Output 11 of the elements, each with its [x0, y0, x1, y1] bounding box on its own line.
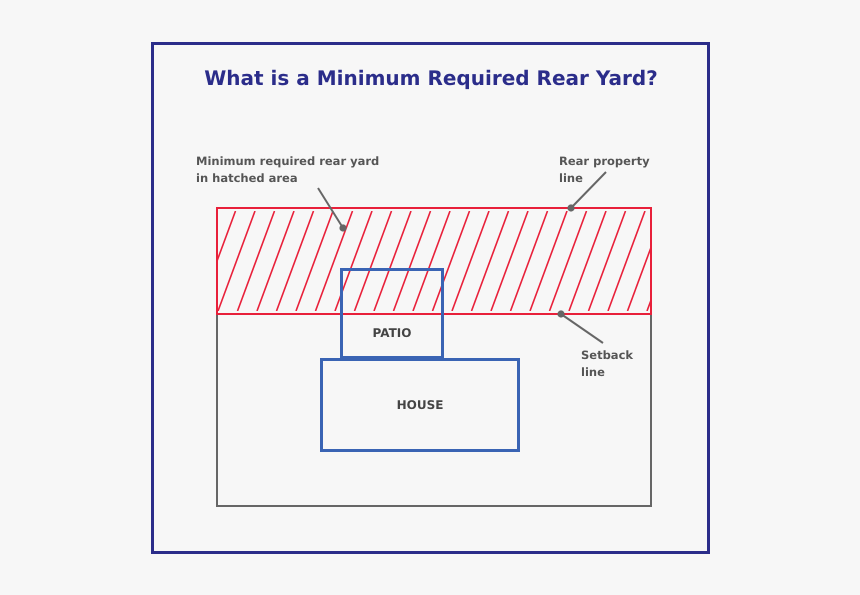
- property-line: [216, 207, 652, 209]
- title: What is a Minimum Required Rear Yard?: [203, 66, 659, 90]
- callout-label: Rear property line: [559, 153, 659, 187]
- house-outline: HOUSE: [320, 358, 520, 452]
- patio-outline: PATIO: [340, 268, 444, 359]
- leader-line: [317, 187, 347, 232]
- leader-line: [557, 310, 604, 344]
- callout-label: Setback line: [581, 347, 651, 381]
- callout-label: Minimum required rear yard in hatched area: [196, 153, 386, 187]
- leader-line: [567, 171, 607, 212]
- setback-line: [216, 313, 652, 315]
